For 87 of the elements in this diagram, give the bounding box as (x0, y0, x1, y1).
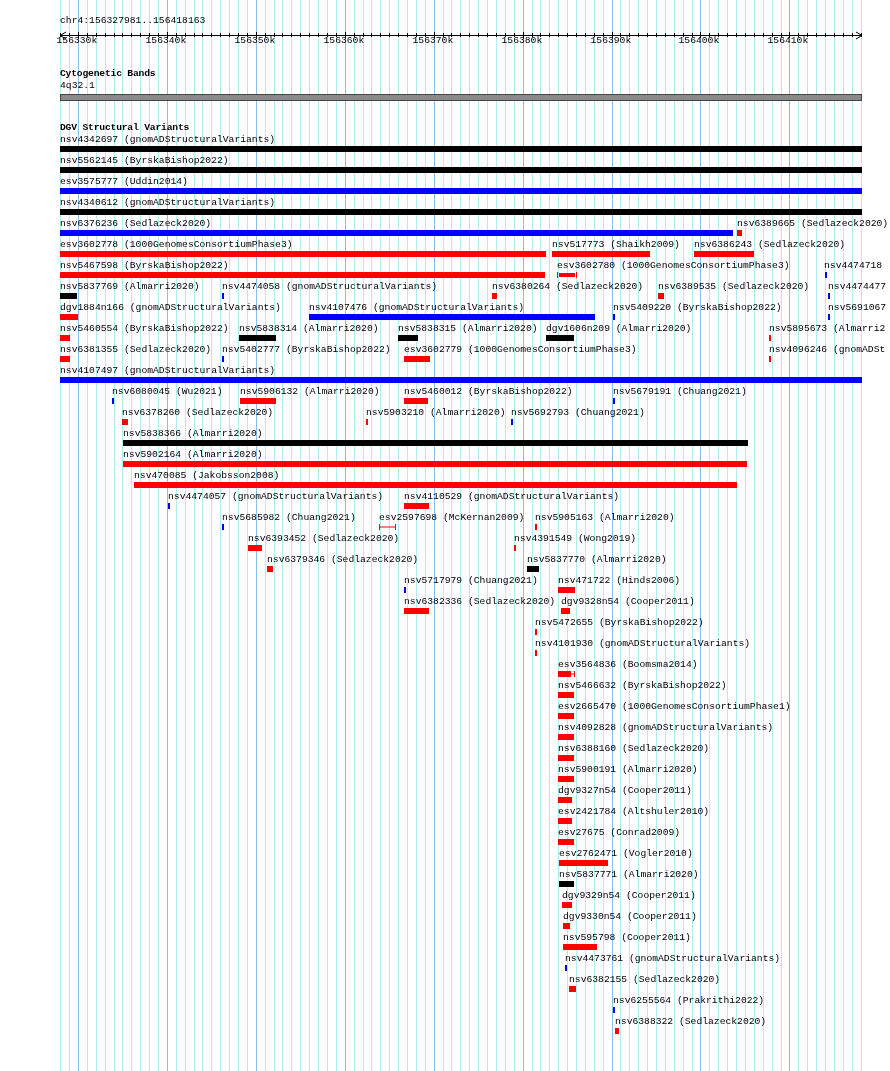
variant-label: nsv4474477 (828, 282, 887, 292)
variant-label: nsv5460554 (ByrskaBishop2022) (60, 324, 229, 334)
variant-label: nsv6381355 (Sedlazeck2020) (60, 345, 212, 355)
variant-label: nsv595798 (Cooper2011) (563, 933, 691, 943)
variant-label: nsv4092828 (gnomADStructuralVariants) (558, 723, 774, 733)
variant-label: nsv4342697 (gnomADStructuralVariants) (60, 135, 276, 145)
track-heading: Cytogenetic Bands (60, 69, 156, 79)
chromosome-location: chr4:156327981..156418163 (60, 16, 206, 26)
tick-label: 156360k (323, 36, 365, 46)
variant-label: nsv5906132 (Almarri2020) (240, 387, 380, 397)
variant-label: dgv9327n54 (Cooper2011) (558, 786, 692, 796)
variant-label: nsv6379346 (Sedlazeck2020) (267, 555, 419, 565)
variant-label: dgv1884n166 (gnomADStructuralVariants) (60, 303, 281, 313)
variant-label: nsv4110529 (gnomADStructuralVariants) (404, 492, 620, 502)
variant-label: esv2762471 (Vogler2010) (559, 849, 693, 859)
variant-label: nsv5409220 (ByrskaBishop2022) (613, 303, 782, 313)
variant-label: nsv4391549 (Wong2019) (514, 534, 637, 544)
variant-label: nsv5837770 (Almarri2020) (527, 555, 667, 565)
variant-label: nsv5900191 (Almarri2020) (558, 765, 698, 775)
variant-label: nsv4474058 (gnomADStructuralVariants) (222, 282, 438, 292)
variant-label: dgv9330n54 (Cooper2011) (563, 912, 697, 922)
variant-label: nsv5838315 (Almarri2020) (398, 324, 538, 334)
variant-label: esv2421784 (Altshuler2010) (558, 807, 710, 817)
variant-label: nsv5903210 (Almarri2020) (366, 408, 506, 418)
variant-label: esv2665470 (1000GenomesConsortiumPhase1) (558, 702, 791, 712)
variant-label: nsv5467598 (ByrskaBishop2022) (60, 261, 229, 271)
variant-label: nsv5837771 (Almarri2020) (559, 870, 699, 880)
tick-label: 156340k (145, 36, 187, 46)
variant-label: esv3602778 (1000GenomesConsortiumPhase3) (60, 240, 293, 250)
variant-label: dgv9328n54 (Cooper2011) (561, 597, 695, 607)
variant-label: nsv5837769 (Almarri2020) (60, 282, 200, 292)
variant-label: nsv4096246 (gnomADSt (769, 345, 886, 355)
variant-label: nsv5692793 (Chuang2021) (511, 408, 645, 418)
variant-label: esv3564836 (Boomsma2014) (558, 660, 698, 670)
variant-label: nsv5895673 (Almarri2 (769, 324, 886, 334)
variant-label: nsv4107497 (gnomADStructuralVariants) (60, 366, 276, 376)
band-label: 4q32.1 (60, 81, 95, 91)
variant-label: esv3575777 (Uddin2014) (60, 177, 188, 187)
variant-label: nsv5466632 (ByrskaBishop2022) (558, 681, 727, 691)
variant-label: esv2597698 (McKernan2009) (379, 513, 525, 523)
variant-label: nsv6386243 (Sedlazeck2020) (694, 240, 846, 250)
variant-label: nsv470085 (Jakobsson2008) (134, 471, 280, 481)
variant-label: nsv6388322 (Sedlazeck2020) (615, 1017, 767, 1027)
tick-label: 156400k (678, 36, 720, 46)
variant-label: nsv5460012 (ByrskaBishop2022) (404, 387, 573, 397)
variant-label: dgv9329n54 (Cooper2011) (562, 891, 696, 901)
variant-label: nsv5685982 (Chuang2021) (222, 513, 356, 523)
variant-label: nsv5838366 (Almarri2020) (123, 429, 263, 439)
variant-label: nsv6382155 (Sedlazeck2020) (569, 975, 721, 985)
variant-label: nsv471722 (Hinds2006) (558, 576, 681, 586)
variant-label: nsv6255564 (Prakrithi2022) (613, 996, 765, 1006)
variant-label: nsv6389535 (Sedlazeck2020) (658, 282, 810, 292)
variant-label: esv27675 (Conrad2009) (558, 828, 681, 838)
variant-label: nsv6382336 (Sedlazeck2020) (404, 597, 556, 607)
variant-label: nsv6378260 (Sedlazeck2020) (122, 408, 274, 418)
tick-label: 156380k (501, 36, 543, 46)
variant-label: nsv5562145 (ByrskaBishop2022) (60, 156, 229, 166)
tick-label: 156410k (767, 36, 809, 46)
variant-label: nsv6393452 (Sedlazeck2020) (248, 534, 400, 544)
variant-label: dgv1606n209 (Almarri2020) (546, 324, 692, 334)
variant-label: nsv4473761 (gnomADStructuralVariants) (565, 954, 781, 964)
variant-label: nsv5691067 (828, 303, 887, 313)
variant-label: nsv4340612 (gnomADStructuralVariants) (60, 198, 276, 208)
tick-label: 156330k (56, 36, 98, 46)
variant-label: nsv5902164 (Almarri2020) (123, 450, 263, 460)
variant-label: nsv517773 (Shaikh2009) (552, 240, 680, 250)
variant-label: nsv4107476 (gnomADStructuralVariants) (309, 303, 525, 313)
variant-label: nsv6380264 (Sedlazeck2020) (492, 282, 644, 292)
variant-label: nsv5402777 (ByrskaBishop2022) (222, 345, 391, 355)
tick-label: 156390k (590, 36, 632, 46)
variant-label: nsv5679191 (Chuang2021) (613, 387, 747, 397)
variant-label: nsv6376236 (Sedlazeck2020) (60, 219, 212, 229)
variant-label: nsv6388160 (Sedlazeck2020) (558, 744, 710, 754)
variant-label: nsv6080045 (Wu2021) (112, 387, 223, 397)
tick-label: 156350k (234, 36, 276, 46)
variant-label: nsv5905163 (Almarri2020) (535, 513, 675, 523)
variant-label: nsv5717979 (Chuang2021) (404, 576, 538, 586)
variant-label: nsv4474057 (gnomADStructuralVariants) (168, 492, 384, 502)
variant-label: esv3602780 (1000GenomesConsortiumPhase3) (557, 261, 790, 271)
variant-label: nsv5838314 (Almarri2020) (239, 324, 379, 334)
variant-label: nsv4101930 (gnomADStructuralVariants) (535, 639, 751, 649)
variant-label: nsv4474718 (824, 261, 883, 271)
track-heading: DGV Structural Variants (60, 123, 190, 133)
variant-label: nsv6389665 (Sedlazeck2020) (737, 219, 889, 229)
tick-label: 156370k (412, 36, 454, 46)
variant-label: esv3602779 (1000GenomesConsortiumPhase3) (404, 345, 637, 355)
variant-label: nsv5472655 (ByrskaBishop2022) (535, 618, 704, 628)
